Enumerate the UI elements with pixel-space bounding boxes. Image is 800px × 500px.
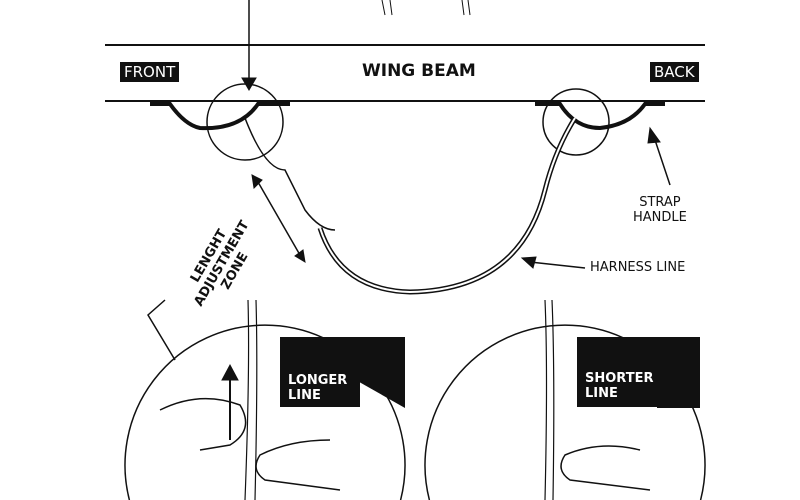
zone-arrow-up-icon [251,174,263,190]
back-tag: BACK [650,62,699,82]
harness-line-inner [319,117,576,294]
zone-arrow [257,181,301,256]
zone-arrow-down-icon [294,249,306,263]
upper-lines [381,0,471,16]
longer-line-inset [124,324,406,500]
front-strap [150,102,290,131]
zone-leader [147,299,176,361]
back-strap [535,102,665,131]
strap-pointer [654,139,671,186]
shorter-line-cord [544,299,555,500]
longer-line-cord [244,299,258,500]
hand-left [159,397,247,451]
front-tag: FRONT [120,62,180,82]
up-arrow-icon [221,363,239,381]
longer-label-2: LINE [288,388,321,403]
longer-corner-box [280,337,360,407]
shorter-label-2: LINE [585,386,618,401]
longer-label-1: LONGER [288,373,348,388]
hand-right [255,439,341,491]
shorter-line-inset [424,324,706,500]
strap-arrow-icon [647,126,661,144]
back-detail-circle [542,88,610,156]
strap-label-1: STRAP [639,195,681,210]
beam-title: WING BEAM [362,61,476,81]
shorter-label-1: SHORTER [585,371,654,386]
harness-line-front [244,117,336,231]
harness-line [317,116,578,295]
front-detail-circle [206,83,284,161]
shorter-corner-box [657,337,700,408]
harness-line-label: HARNESS LINE [590,260,686,275]
strap-label-2: HANDLE [633,210,687,225]
shorter-corner-fill [577,337,657,407]
hand-shorter [560,445,651,491]
harness-pointer [529,261,586,269]
harness-arrow-icon [520,256,537,269]
